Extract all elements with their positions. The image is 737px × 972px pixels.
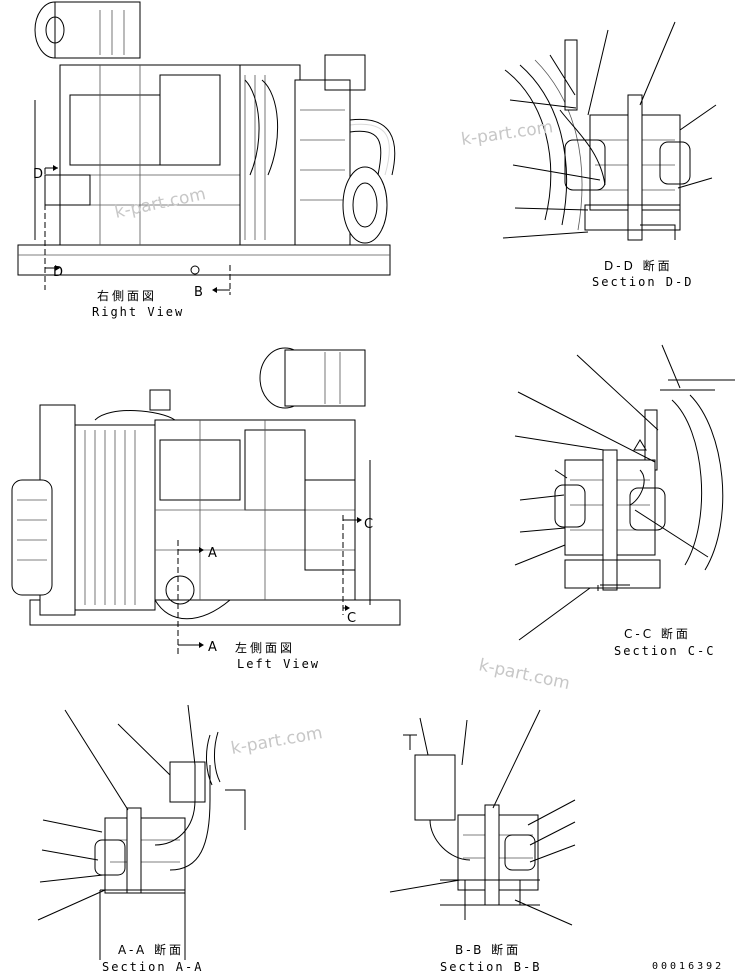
left-view-en-caption: Left View bbox=[237, 657, 320, 671]
section-aa-jp-caption: A-A 断面 bbox=[118, 942, 184, 957]
marker-d-upper: D bbox=[33, 167, 43, 182]
right-view-en-caption: Right View bbox=[92, 305, 184, 319]
marker-c-upper: C bbox=[364, 517, 373, 532]
right-view-jp-caption: 右側面図 bbox=[97, 288, 157, 303]
marker-c-lower: C bbox=[347, 611, 356, 626]
marker-a-upper: A bbox=[208, 546, 217, 561]
marker-d-lower: D bbox=[53, 265, 63, 280]
right-view-b-marker: B bbox=[194, 265, 231, 300]
section-aa-drawing bbox=[37, 704, 246, 960]
section-aa-en-caption: Section A-A bbox=[102, 960, 203, 972]
drawing-number: 00016392 bbox=[652, 961, 724, 972]
left-view-jp-caption: 左側面図 bbox=[235, 640, 295, 655]
section-cc-en-caption: Section C-C bbox=[614, 644, 715, 658]
right-view-d-marker: D D bbox=[33, 165, 63, 290]
watermark-4: k-part.com bbox=[229, 723, 324, 759]
section-dd-drawing bbox=[502, 21, 717, 241]
section-dd-jp-caption: D-D 断面 bbox=[604, 258, 673, 273]
right-view-engine-drawing bbox=[17, 1, 396, 276]
section-bb-jp-caption: B-B 断面 bbox=[455, 942, 521, 957]
section-bb-drawing bbox=[389, 709, 576, 926]
marker-a-lower: A bbox=[208, 640, 217, 655]
left-view-engine-drawing bbox=[11, 347, 401, 626]
watermark-1: k-part.com bbox=[460, 117, 554, 150]
section-cc-jp-caption: C-C 断面 bbox=[624, 626, 691, 641]
section-dd-en-caption: Section D-D bbox=[592, 275, 693, 289]
section-bb-en-caption: Section B-B bbox=[440, 960, 541, 972]
section-cc-drawing bbox=[514, 344, 735, 641]
watermark-3: k-part.com bbox=[477, 655, 572, 694]
left-view-a-marker: A A bbox=[177, 540, 217, 655]
marker-b: B bbox=[194, 285, 203, 300]
left-view-c-marker: C C bbox=[342, 515, 373, 626]
